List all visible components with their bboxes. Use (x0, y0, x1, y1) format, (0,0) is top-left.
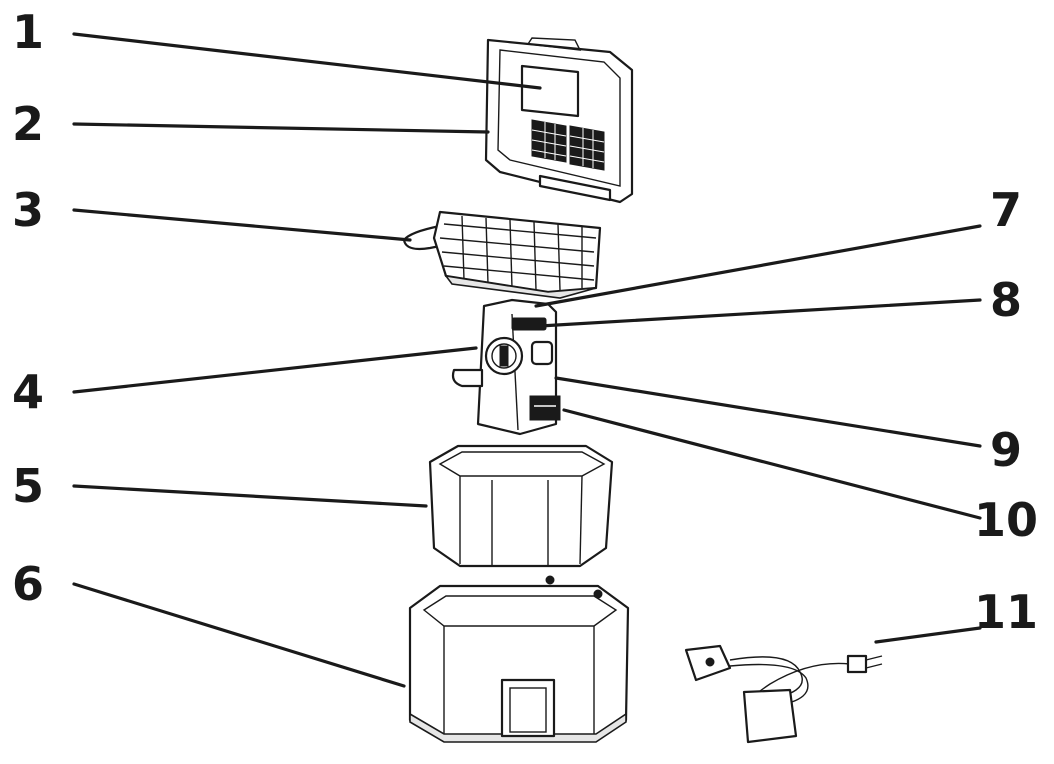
power-cord (684, 644, 883, 744)
callout-10: 10 (974, 493, 1038, 547)
fryer-housing (408, 575, 630, 743)
callout-1: 1 (12, 5, 44, 59)
leader-7 (534, 224, 982, 308)
callout-5: 5 (12, 459, 44, 513)
callout-9: 9 (990, 423, 1022, 477)
leader-lines (72, 32, 982, 688)
lid-viewing-window (520, 64, 580, 118)
callout-6: 6 (12, 557, 44, 611)
leader-8 (538, 298, 982, 328)
leader-4 (72, 346, 478, 394)
leader-3 (72, 208, 412, 242)
lid-filter (531, 119, 605, 171)
leader-10 (562, 408, 982, 520)
callout-3: 3 (12, 183, 44, 237)
callout-7: 7 (990, 183, 1022, 237)
callout-2: 2 (12, 97, 44, 151)
leader-11 (874, 626, 982, 644)
leader-6 (72, 582, 406, 688)
lid (484, 37, 634, 204)
frying-basket (402, 210, 602, 299)
callout-11: 11 (974, 585, 1038, 639)
leader-1 (72, 32, 542, 90)
callout-numbers: 1 2 3 4 5 6 7 8 9 10 11 (12, 5, 1038, 639)
leader-5 (72, 484, 428, 508)
callout-4: 4 (12, 365, 44, 419)
callout-8: 8 (990, 273, 1022, 327)
temperature-knob (484, 336, 524, 376)
oil-container (428, 444, 614, 568)
control-unit (451, 298, 561, 436)
leader-2 (72, 122, 490, 134)
leader-9 (554, 376, 982, 448)
